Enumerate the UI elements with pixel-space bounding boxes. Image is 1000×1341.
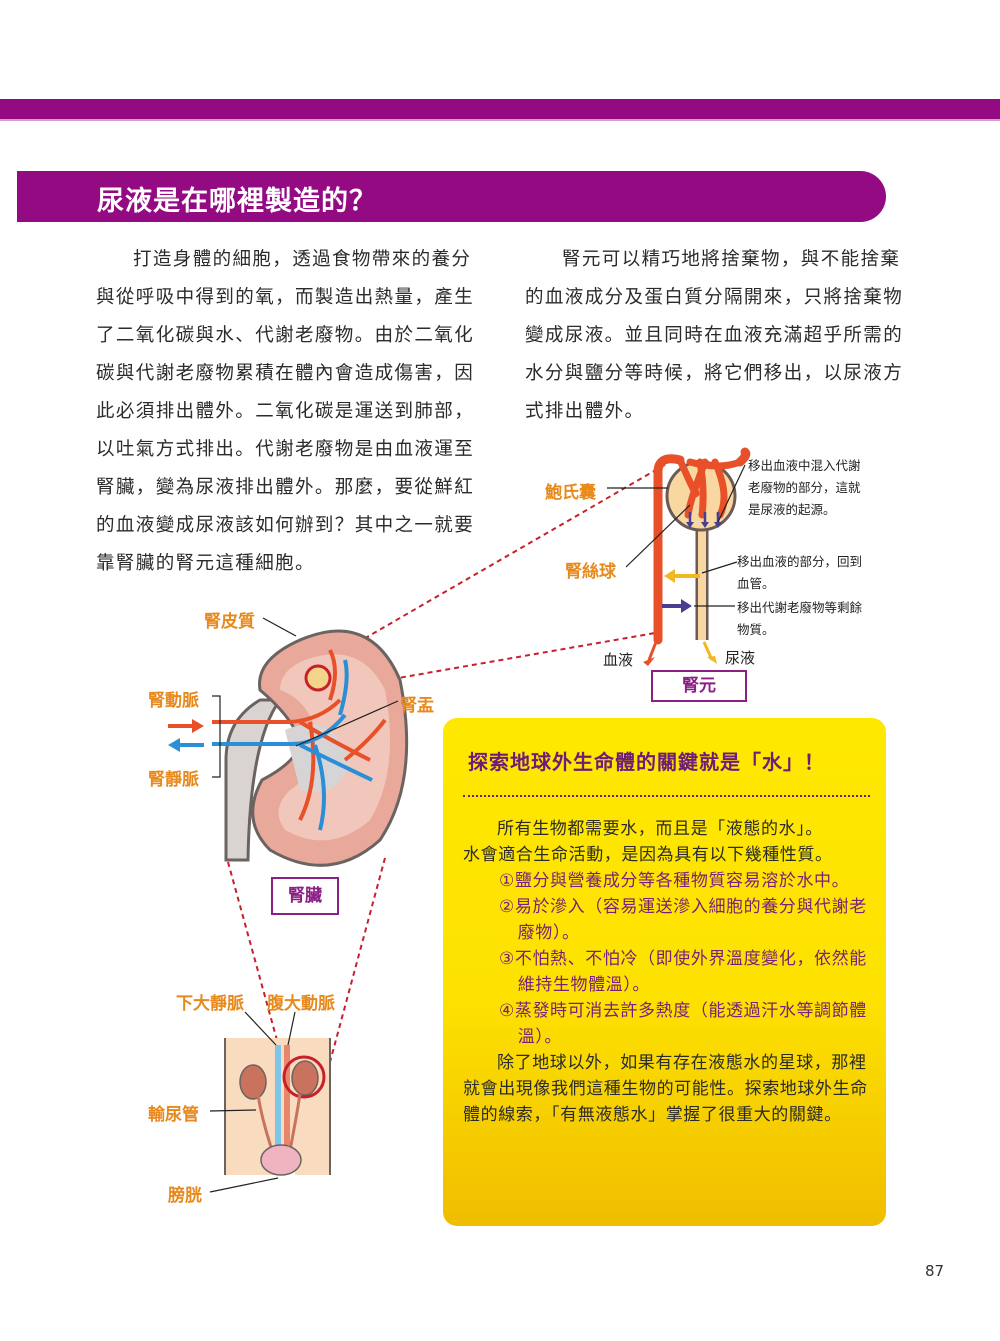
label-glomerulus: 腎絲球 xyxy=(565,562,616,582)
note-urine-origin: 移出血液中混入代謝 老廢物的部分，這就 是尿液的起源。 xyxy=(748,458,861,517)
label-ureter: 輸尿管 xyxy=(148,1105,199,1125)
section-title: 尿液是在哪裡製造的？ xyxy=(97,186,377,217)
note-reabsorption: 移出血液的部分，回到 血管。 xyxy=(737,554,863,591)
nephron-illustration xyxy=(607,447,751,666)
label-renal-vein: 腎靜脈 xyxy=(148,770,199,790)
nephron-caption: 腎元 xyxy=(651,670,747,702)
label-urine: 尿液 xyxy=(725,649,756,667)
label-bladder: 膀胱 xyxy=(168,1186,202,1206)
paragraph-left: 打造身體的細胞，透過食物帶來的養分與從呼吸中得到的氧，而製造出熱量，產生了二氧化… xyxy=(96,249,475,574)
page-number: 87 xyxy=(925,1262,945,1280)
dotted-divider xyxy=(463,795,870,797)
body-illustration xyxy=(209,1011,331,1193)
label-renal-pelvis: 腎盂 xyxy=(400,696,434,716)
conclusion: 除了地球以外，如果有存在液態水的星球，那裡就會出現像我們這種生物的可能性。探索地… xyxy=(463,1053,868,1125)
sidebar-box-body: 所有生物都需要水，而且是「液態的水」。 水會適合生命活動，是因為具有以下幾種性質… xyxy=(463,816,873,1128)
label-bowman-capsule: 鮑氏囊 xyxy=(545,483,596,503)
sidebar-box-title: 探索地球外生命體的關鍵就是「水」！ xyxy=(468,750,825,774)
list-item: ④蒸發時可消去許多熱度（能透過汗水等調節體溫）。 xyxy=(499,1001,867,1047)
section-title-banner: 尿液是在哪裡製造的？ xyxy=(17,171,886,222)
intro-line-1: 所有生物都需要水，而且是「液態的水」。 xyxy=(497,819,823,839)
top-decorative-bar xyxy=(0,99,1000,121)
body-text-right: 腎元可以精巧地將捨棄物，與不能捨棄的血液成分及蛋白質分隔開來，只將捨棄物變成尿液… xyxy=(525,241,909,431)
list-item: ②易於滲入（容易運送滲入細胞的養分與代謝老廢物）。 xyxy=(499,897,867,943)
label-inferior-vena-cava: 下大靜脈 xyxy=(176,994,244,1014)
body-text-left: 打造身體的細胞，透過食物帶來的養分與從呼吸中得到的氧，而製造出熱量，產生了二氧化… xyxy=(96,241,480,583)
label-abdominal-aorta: 腹大動脈 xyxy=(267,994,335,1014)
label-blood: 血液 xyxy=(603,651,634,669)
label-renal-artery: 腎動脈 xyxy=(148,691,199,711)
kidney-illustration xyxy=(168,617,409,867)
properties-list: ①鹽分與營養成分等各種物質容易溶於水中。 ②易於滲入（容易運送滲入細胞的養分與代… xyxy=(463,868,873,1050)
list-item: ①鹽分與營養成分等各種物質容易溶於水中。 xyxy=(499,871,850,891)
label-renal-cortex: 腎皮質 xyxy=(204,612,255,632)
note-secretion: 移出代謝老廢物等剩餘 物質。 xyxy=(737,600,863,637)
list-item: ③不怕熱、不怕冷（即使外界溫度變化，依然能維持生物體溫）。 xyxy=(499,949,867,995)
sidebar-box-water: 探索地球外生命體的關鍵就是「水」！ 所有生物都需要水，而且是「液態的水」。 水會… xyxy=(443,718,886,1226)
kidney-caption: 腎臟 xyxy=(271,877,339,915)
paragraph-right: 腎元可以精巧地將捨棄物，與不能捨棄的血液成分及蛋白質分隔開來，只將捨棄物變成尿液… xyxy=(525,249,904,422)
intro-line-2: 水會適合生命活動，是因為具有以下幾種性質。 xyxy=(463,845,833,865)
